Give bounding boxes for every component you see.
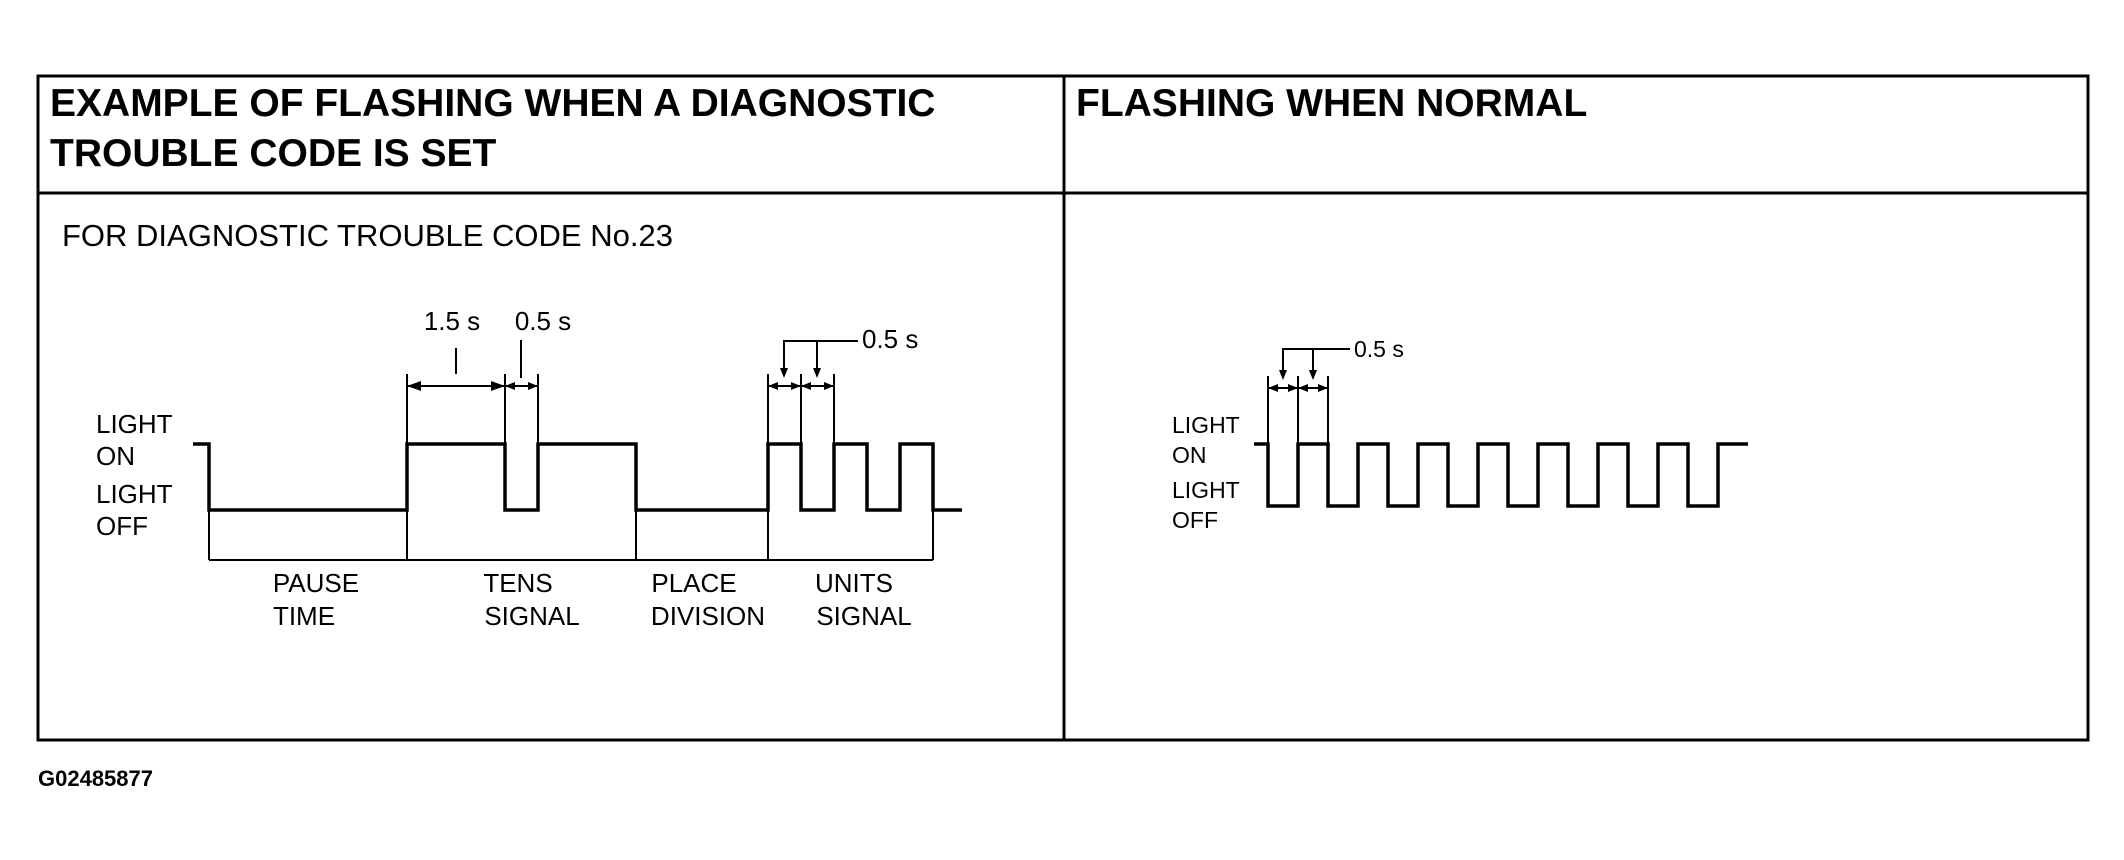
seg-tens-label-1: TENS bbox=[483, 568, 552, 598]
dim-0-5b-arrow-2 bbox=[791, 382, 801, 390]
dim-0-5b-bracket-arrow-2 bbox=[813, 368, 821, 378]
dim-0-5b-arrow-1 bbox=[768, 382, 778, 390]
left-header-line2: TROUBLE CODE IS SET bbox=[50, 132, 497, 175]
seg-place-label-2: DIVISION bbox=[651, 601, 765, 631]
left-light-on-label-2: ON bbox=[96, 441, 135, 471]
right-dim-bracket-arrow-2 bbox=[1309, 370, 1317, 380]
right-dim-arrow-3 bbox=[1298, 384, 1308, 392]
seg-pause-label-1: PAUSE bbox=[273, 568, 359, 598]
left-light-on-label-1: LIGHT bbox=[96, 409, 173, 439]
right-light-off-label-2: OFF bbox=[1172, 507, 1218, 533]
dim-1-5-arrow-left bbox=[407, 381, 421, 391]
seg-units-label-1: UNITS bbox=[815, 568, 893, 598]
right-dim-arrow-2 bbox=[1288, 384, 1298, 392]
dim-0-5b-bracket-arrow-1 bbox=[780, 368, 788, 378]
right-light-on-label-2: ON bbox=[1172, 442, 1207, 468]
right-dim-bracket-arrow-1 bbox=[1279, 370, 1287, 380]
seg-tens-label-2: SIGNAL bbox=[484, 601, 579, 631]
seg-pause-label-2: TIME bbox=[273, 601, 335, 631]
right-light-on-label-1: LIGHT bbox=[1172, 412, 1240, 438]
dim-0-5b-arrow-4 bbox=[824, 382, 834, 390]
dim-0-5b-arrow-3 bbox=[801, 382, 811, 390]
right-header: FLASHING WHEN NORMAL bbox=[1076, 82, 1587, 125]
right-dim-label: 0.5 s bbox=[1354, 336, 1404, 362]
left-waveform bbox=[193, 442, 962, 512]
right-light-off-label-1: LIGHT bbox=[1172, 477, 1240, 503]
left-light-off-label-2: OFF bbox=[96, 511, 148, 541]
dim-0-5a-label: 0.5 s bbox=[515, 306, 571, 336]
seg-place-label-1: PLACE bbox=[651, 568, 736, 598]
left-header-line1: EXAMPLE OF FLASHING WHEN A DIAGNOSTIC bbox=[50, 82, 935, 125]
dim-0-5a-arrow-left bbox=[505, 382, 515, 390]
left-subtitle: FOR DIAGNOSTIC TROUBLE CODE No.23 bbox=[62, 218, 673, 253]
dim-0-5a-arrow-right bbox=[528, 382, 538, 390]
figure-id: G02485877 bbox=[38, 766, 153, 791]
dim-1-5-label: 1.5 s bbox=[424, 306, 480, 336]
dim-1-5-arrow-right bbox=[491, 381, 505, 391]
right-dim-arrow-1 bbox=[1268, 384, 1278, 392]
right-dim-arrow-4 bbox=[1318, 384, 1328, 392]
dim-0-5b-bracket bbox=[783, 340, 818, 374]
right-waveform bbox=[1254, 442, 1748, 508]
dim-0-5b-label: 0.5 s bbox=[862, 324, 918, 354]
right-dim-bracket bbox=[1282, 348, 1314, 376]
left-light-off-label-1: LIGHT bbox=[96, 479, 173, 509]
seg-units-label-2: SIGNAL bbox=[816, 601, 911, 631]
